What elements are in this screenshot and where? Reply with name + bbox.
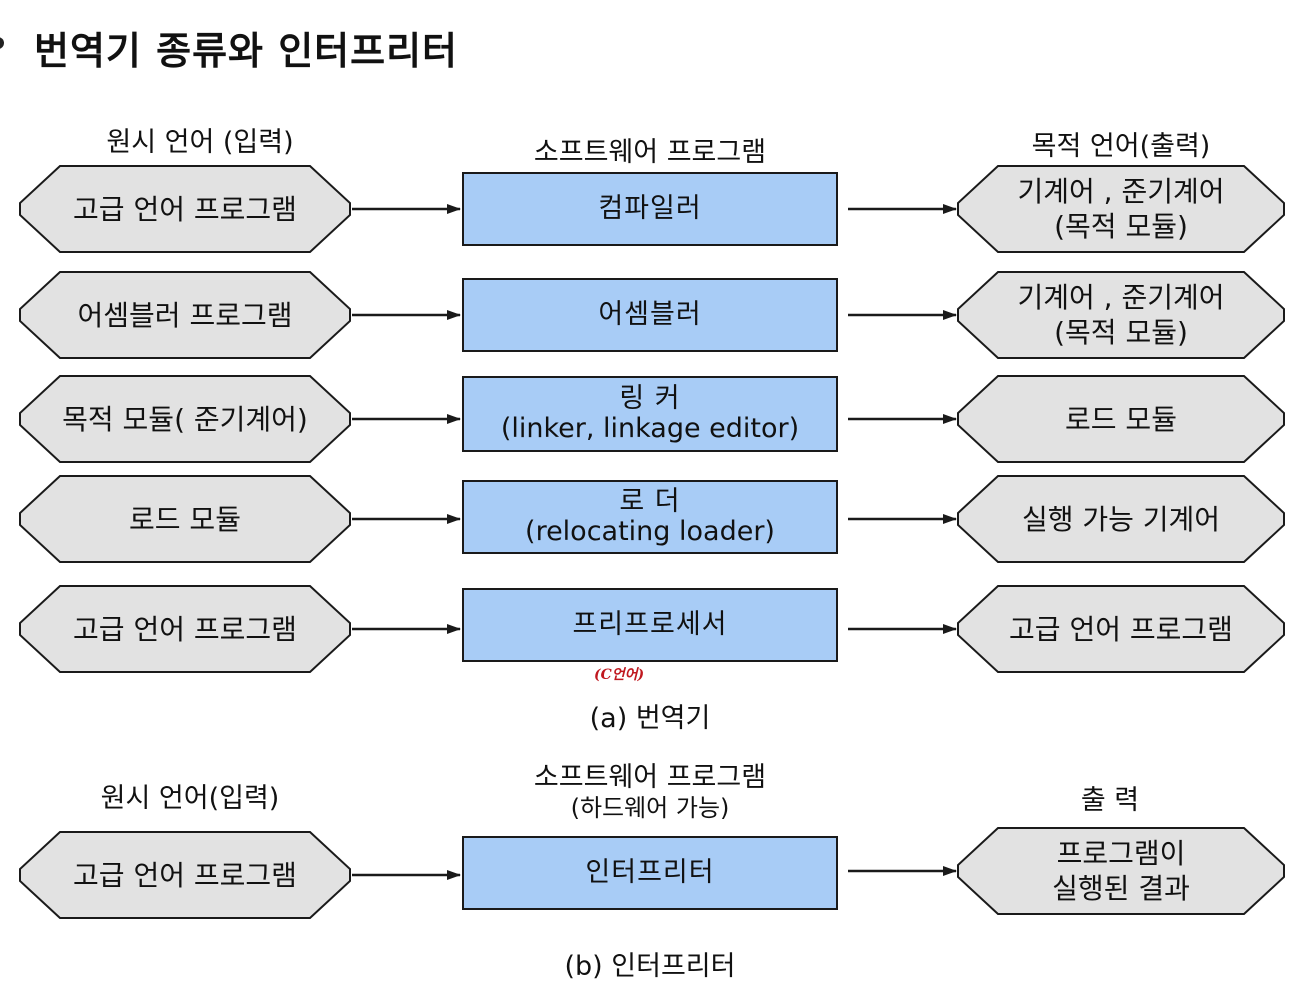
compiler-box: 컴파일러 — [462, 172, 838, 246]
header-target-language: 목적 언어(출력) — [1031, 131, 1211, 162]
title-bullet — [0, 37, 4, 49]
header-software-line1: 소프트웨어 프로그램 — [533, 762, 767, 793]
handwritten-note: (C언어) — [594, 667, 645, 683]
preprocessor-box: 프리프로세서 — [462, 588, 838, 662]
target-octagon-5 — [957, 585, 1285, 673]
interpreter-box: 인터프리터 — [462, 836, 838, 910]
source-octagon-5 — [19, 585, 351, 673]
loader-sublabel: (relocating loader) — [525, 516, 775, 547]
header-software-program-b: 소프트웨어 프로그램 (하드웨어 가능) — [462, 762, 838, 823]
target-node-b: 프로그램이 실행된 결과 — [1052, 837, 1190, 905]
target-octagon-3 — [957, 375, 1285, 463]
source-node-1: 고급 언어 프로그램 — [73, 192, 297, 226]
linker-sublabel: (linker, linkage editor) — [500, 413, 800, 444]
assembler-box: 어셈블러 — [462, 278, 838, 352]
source-node-b: 고급 언어 프로그램 — [73, 858, 297, 892]
source-octagon-2 — [19, 271, 351, 359]
header-software-line2: (하드웨어 가능) — [570, 794, 730, 823]
target-octagon-6 — [957, 827, 1285, 915]
caption-b: (b) 인터프리터 — [564, 951, 736, 982]
header-software-program: 소프트웨어 프로그램 — [533, 137, 767, 168]
target-octagon-4 — [957, 475, 1285, 563]
linker-label: 링 커 — [619, 383, 681, 415]
linker-box: 링 커 (linker, linkage editor) — [462, 376, 838, 452]
loader-box: 로 더 (relocating loader) — [462, 480, 838, 554]
loader-label: 로 더 — [619, 486, 681, 518]
target-node-5: 고급 언어 프로그램 — [1009, 612, 1233, 646]
interpreter-label: 인터프리터 — [585, 857, 715, 889]
page-title: 번역기 종류와 인터프리터 — [34, 29, 459, 73]
target-node-4: 실행 가능 기계어 — [1021, 502, 1221, 536]
assembler-label: 어셈블러 — [598, 299, 702, 331]
preprocessor-label: 프리프로세서 — [572, 609, 728, 641]
target-octagon-2 — [957, 271, 1285, 359]
compiler-label: 컴파일러 — [598, 193, 702, 225]
target-octagon-1 — [957, 165, 1285, 253]
source-node-5: 고급 언어 프로그램 — [73, 612, 297, 646]
source-node-2: 어셈블러 프로그램 — [77, 298, 293, 332]
target-node-1: 기계어 , 준기계어 (목적 모듈) — [1017, 175, 1225, 243]
target-node-3: 로드 모듈 — [1065, 402, 1177, 436]
caption-a: (a) 번역기 — [589, 703, 711, 734]
source-node-3: 목적 모듈( 준기계어) — [62, 402, 308, 436]
header-source-language-b: 원시 언어(입력) — [100, 783, 280, 814]
source-octagon-3 — [19, 375, 351, 463]
header-source-language: 원시 언어 (입력) — [106, 127, 294, 158]
source-octagon-4 — [19, 475, 351, 563]
target-node-2: 기계어 , 준기계어 (목적 모듈) — [1017, 281, 1225, 349]
source-node-4: 로드 모듈 — [129, 502, 241, 536]
header-output-b: 출 력 — [1080, 785, 1140, 816]
source-octagon-6 — [19, 831, 351, 919]
source-octagon-1 — [19, 165, 351, 253]
